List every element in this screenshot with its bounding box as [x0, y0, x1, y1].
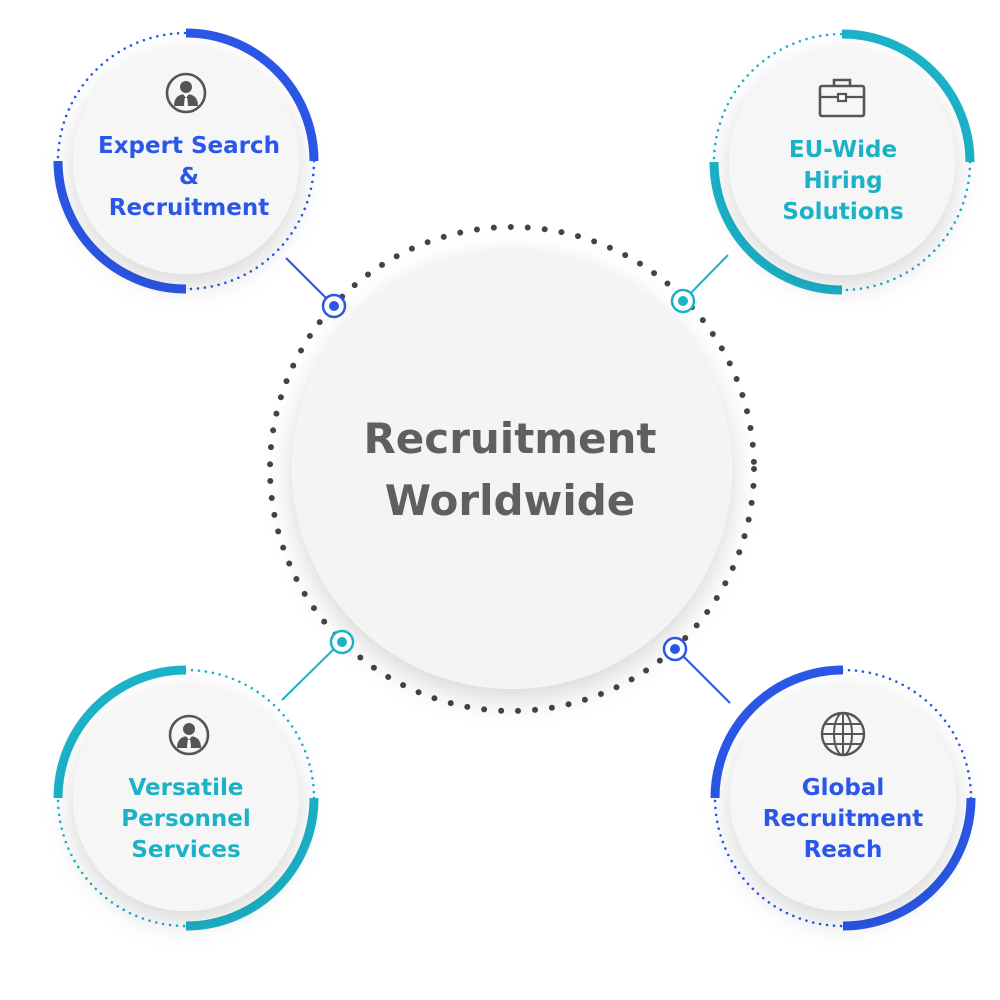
node-label-versatile: Versatile Personnel Services [71, 754, 301, 884]
node-arc-right [185, 797, 319, 931]
node-label-line: Global [801, 774, 885, 801]
node-circle [73, 685, 299, 911]
node-label-line: Hiring [803, 167, 883, 194]
node-label-line: Services [131, 836, 241, 863]
node-eu-wide [709, 29, 975, 295]
junction-dot-versatile [329, 629, 355, 655]
node-label-line: Reach [803, 836, 883, 863]
node-label-line: Solutions [782, 198, 904, 225]
node-label-eu-wide: EU-Wide Hiring Solutions [728, 116, 958, 246]
node-circle [73, 48, 299, 274]
node-versatile [53, 665, 319, 931]
junction-dot-global [662, 636, 688, 662]
central-hub [267, 224, 757, 714]
center-title-line: Recruitment [363, 414, 657, 463]
node-label-line: EU-Wide [788, 136, 898, 163]
node-label-line: Recruitment [108, 194, 270, 221]
junction-dot-expert-search [321, 293, 347, 319]
node-arc-left [710, 665, 844, 799]
node-arc-right [842, 797, 976, 931]
junction-dots [321, 288, 696, 662]
node-global [710, 665, 976, 931]
node-label-line: Expert Search [98, 132, 280, 159]
node-label-global: Global Recruitment Reach [728, 754, 958, 884]
junction-dot-eu-wide [670, 288, 696, 314]
node-label-line: & [178, 163, 200, 190]
node-arc-top [841, 29, 975, 163]
connector-versatile [281, 642, 341, 701]
connector-global [675, 648, 731, 704]
node-arc-bottom [709, 161, 843, 295]
hub-circle [292, 249, 732, 689]
center-title-line: Worldwide [384, 476, 636, 525]
node-arc-left [53, 665, 187, 799]
node-circle [729, 49, 955, 275]
node-arc-top [185, 28, 319, 162]
node-label-expert-search: Expert Search & Recruitment [74, 112, 304, 242]
node-arc-bottom [53, 160, 187, 294]
hub-dotted-ring [267, 224, 757, 714]
globe-icon [820, 711, 866, 757]
node-circle [730, 685, 956, 911]
node-label-line: Recruitment [762, 805, 924, 832]
node-label-line: Personnel [121, 805, 251, 832]
node-label-line: Versatile [128, 774, 244, 801]
center-title: Recruitment Worldwide [300, 380, 720, 560]
node-expert-search [53, 28, 319, 294]
